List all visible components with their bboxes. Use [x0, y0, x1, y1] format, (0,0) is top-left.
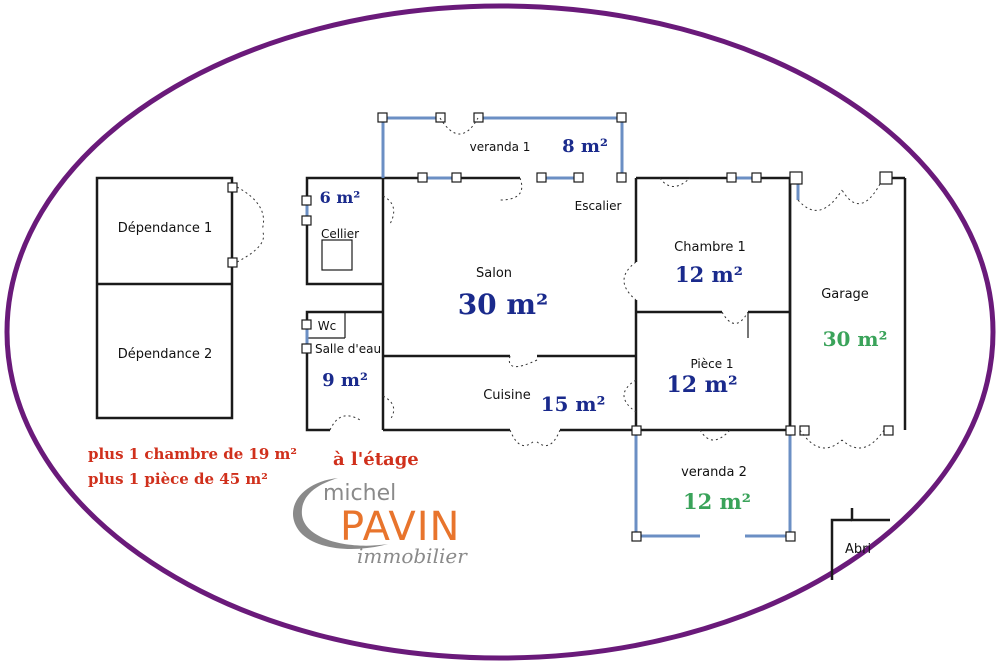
room-label-dependance-1: Dépendance 1	[118, 221, 213, 236]
room-label-wc: Wc	[318, 319, 336, 333]
area-veranda-1: 8 m²	[562, 136, 608, 157]
room-label-escalier: Escalier	[575, 199, 622, 213]
room-label-cuisine: Cuisine	[483, 388, 531, 403]
logo-immobilier: immobilier	[357, 544, 468, 568]
room-label-salon: Salon	[476, 266, 512, 281]
room-label-veranda-2: veranda 2	[681, 465, 747, 480]
room-label-cellier: Cellier	[321, 227, 359, 241]
room-label-abri: Abri	[845, 542, 871, 557]
area-garage: 30 m²	[823, 327, 888, 351]
area-salle-eau: 9 m²	[322, 370, 368, 391]
walls	[95, 176, 907, 580]
area-cuisine: 15 m²	[541, 392, 606, 416]
doors	[236, 117, 885, 449]
room-label-dependance-2: Dépendance 2	[118, 347, 213, 362]
oval-frame	[4, 3, 996, 661]
room-label-veranda-1: veranda 1	[470, 140, 531, 154]
note-piece: plus 1 pièce de 45 m²	[88, 470, 268, 488]
room-label-salle-eau: Salle d'eau	[315, 342, 381, 356]
logo-pavin: PAVIN	[340, 504, 460, 550]
note-chambre: plus 1 chambre de 19 m²	[88, 445, 297, 463]
room-label-piece-1: Pièce 1	[690, 357, 733, 371]
area-salon: 30 m²	[458, 288, 549, 321]
area-cellier: 6 m²	[320, 188, 361, 207]
room-label-garage: Garage	[821, 287, 869, 302]
michel-pavin-logo: michel PAVIN immobilier	[292, 478, 468, 568]
area-piece-1: 12 m²	[666, 372, 737, 398]
posts	[227, 112, 894, 542]
note-etage: à l'étage	[333, 449, 419, 470]
area-veranda-2: 12 m²	[683, 489, 751, 514]
area-chambre-1: 12 m²	[675, 262, 743, 287]
room-label-chambre-1: Chambre 1	[674, 240, 746, 255]
logo-michel: michel	[323, 481, 396, 506]
